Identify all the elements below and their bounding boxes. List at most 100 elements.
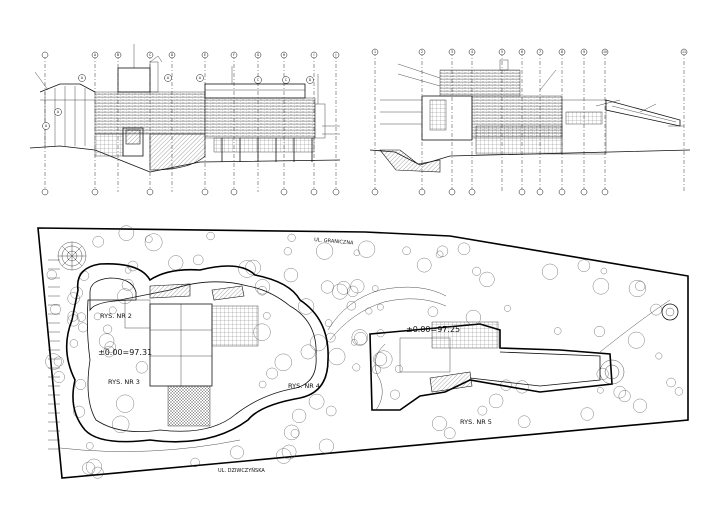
tree-canopy [45, 353, 62, 370]
marker-label: C [285, 78, 288, 82]
site-plan: ±0.00=97.31 ±0.00=97.25 RYS. NR 2 RYS. N… [37, 225, 689, 479]
elevation-left-leaders [34, 44, 340, 135]
tree-canopy [597, 387, 604, 394]
tree-canopy [390, 389, 400, 400]
elevation-right-leaders [380, 63, 684, 127]
elevation-left-end-wall [314, 103, 326, 139]
tree-canopy [627, 331, 645, 349]
tree-canopy [332, 283, 348, 300]
tree-canopy [298, 298, 315, 315]
tree-canopy [326, 405, 337, 417]
tree-canopy [488, 393, 504, 409]
tree-canopy [655, 352, 663, 360]
axis-label: 4 [471, 50, 473, 54]
tree-canopy [93, 312, 102, 321]
elevation-right-pavilion-windows [565, 111, 603, 125]
elevation-left-chimney [149, 61, 159, 93]
tree-canopy [592, 278, 610, 295]
elevation-left-axis-labels: A B C D E F G H I J [94, 53, 337, 57]
tree-canopy [276, 448, 292, 464]
elevation-left-ground [29, 145, 341, 173]
tree-canopy [86, 442, 94, 450]
elevation-right-chimney [499, 59, 509, 71]
elevation-left-chimney-cap [149, 55, 163, 63]
tree-canopy [46, 269, 57, 280]
street-label: UL. DZIWCZYŃSKA [218, 467, 265, 474]
axis-label: 2 [421, 50, 423, 54]
tree-canopy [73, 405, 85, 418]
tree-canopy [373, 352, 387, 367]
tree-canopy [336, 281, 351, 295]
elevation-left-entrance [122, 127, 144, 157]
tree-canopy [354, 332, 367, 346]
axis-label: H [283, 53, 286, 57]
left-building-terrace [149, 283, 191, 299]
tree-canopy [91, 466, 104, 479]
marker-label: A [81, 76, 84, 80]
tree-canopy [245, 259, 261, 276]
axis-label: 3 [451, 50, 453, 54]
tree-canopy [650, 303, 662, 316]
tree-canopy [554, 327, 562, 335]
tree-canopy [118, 225, 134, 241]
axis-label: J [335, 53, 337, 57]
tree-canopy [76, 312, 86, 322]
elevation-left-pergola [39, 83, 96, 146]
tree-canopy [435, 250, 444, 259]
rys-label: RYS. NR 5 [460, 418, 492, 426]
tree-canopy [254, 279, 271, 295]
right-round-pond [661, 303, 679, 321]
right-circle-plaza [599, 359, 625, 385]
axis-label: 1 [374, 50, 376, 54]
tree-canopy [292, 408, 307, 423]
rys-label: RYS. NR 4 [288, 382, 320, 390]
tree-canopy [263, 312, 271, 320]
elevation-left-curved-wall [149, 133, 206, 171]
axis-label: 9 [583, 50, 585, 54]
tree-canopy [281, 444, 297, 460]
tree-canopy [287, 233, 296, 242]
tree-canopy [284, 424, 300, 441]
plan-dimension-ticks [48, 259, 60, 450]
tree-canopy [67, 292, 80, 305]
tree-canopy [193, 254, 204, 266]
tree-canopy [674, 387, 683, 396]
tree-canopy [300, 344, 316, 360]
axis-label: A [94, 53, 97, 57]
path-connector [327, 286, 447, 331]
tree-canopy [75, 379, 86, 390]
tree-canopy [457, 242, 471, 255]
right-building-terrace [429, 371, 473, 393]
tree-canopy [613, 386, 626, 399]
elevation-right-window [429, 99, 447, 131]
level-label-left: ±0.00=97.31 [98, 348, 152, 357]
elevation-left-columns [221, 138, 313, 162]
right-path [599, 299, 671, 353]
elevation-right-retaining-wall [379, 149, 441, 173]
tree-canopy [352, 363, 361, 372]
tree-canopy [283, 268, 298, 283]
tree-canopy [92, 236, 104, 248]
elevation-left-axis-bubbles-bottom [41, 188, 340, 196]
marker-label: C [257, 78, 260, 82]
tree-canopy [416, 257, 432, 273]
tree-canopy [580, 407, 594, 421]
elevation-left-entrance-panel [125, 129, 141, 145]
elevation-left-wing-windows [213, 137, 315, 153]
tree-canopy [266, 367, 278, 380]
tree-canopy [103, 345, 115, 358]
elevation-left-axis-bubbles-top [41, 51, 340, 59]
elevation-left-wing [204, 97, 316, 139]
axis-label: 10 [603, 50, 607, 54]
axis-label: I [314, 53, 315, 57]
axis-label: C [149, 53, 152, 57]
marker-label: A [199, 76, 202, 80]
left-building-outer-wall [65, 263, 329, 443]
tree-canopy [472, 266, 481, 276]
tree-canopy [518, 415, 531, 428]
tree-canopy [479, 271, 495, 287]
tree-canopy [82, 461, 96, 475]
left-building-inner-wall [86, 281, 317, 432]
tree-canopy [577, 259, 591, 272]
